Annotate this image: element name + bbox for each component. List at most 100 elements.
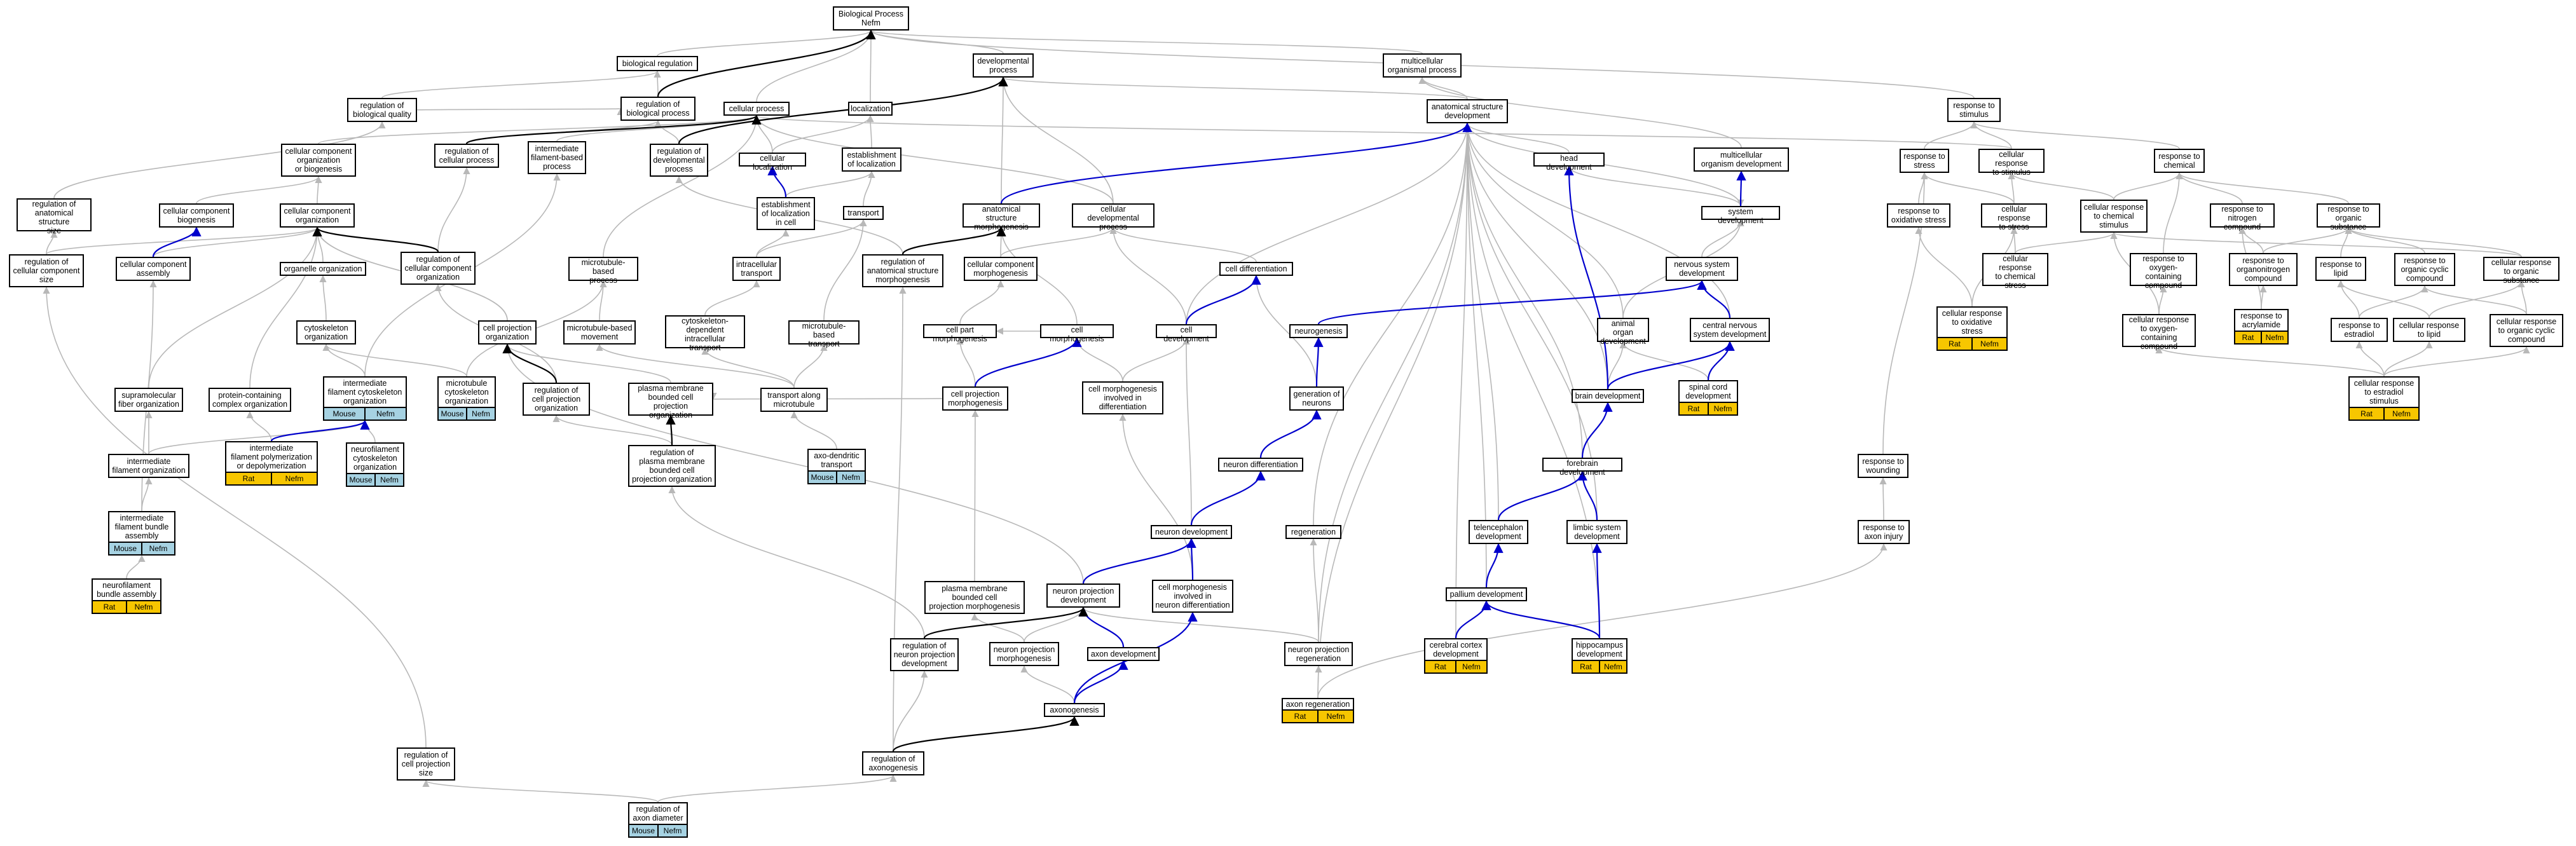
go-term-orgorg[interactable]: organelle organization [280,262,366,276]
go-term-cellmorph[interactable]: cell morphogenesis [1040,324,1114,343]
go-term-neurodiff[interactable]: neuron differentiation [1218,458,1303,472]
go-term-forebrain[interactable]: forebrain development [1542,458,1622,477]
go-term-mbt[interactable]: microtubule-based transport [788,320,860,348]
go-term-modev[interactable]: multicellular organism development [1694,147,1789,172]
go-term-rorgn[interactable]: response to organonitrogen compound [2229,253,2298,286]
go-term-npd[interactable]: neuron projection development [1046,583,1120,608]
go-term-intrans[interactable]: intracellular transport [732,257,781,281]
go-term-regbp[interactable]: regulation of biological process [620,97,695,121]
go-term-rchem[interactable]: response to chemical [2154,149,2205,173]
go-term-aod[interactable]: animal organ development [1597,318,1649,346]
go-term-regasm[interactable]: regulation of anatomical structure morph… [862,254,943,287]
go-term-ccm[interactable]: cellular component morphogenesis [964,257,1038,281]
go-term-nsdev[interactable]: nervous system development [1666,257,1738,281]
go-term-cdevp[interactable]: cellular developmental process [1072,203,1154,231]
go-term-limbic[interactable]: limbic system development [1566,520,1627,544]
go-term-regcco[interactable]: regulation of cellular component organiz… [401,252,476,285]
go-term-croxc[interactable]: cellular response to oxygen-containing c… [2122,314,2196,351]
go-term-regnpd[interactable]: regulation of neuron projection developm… [890,638,959,671]
go-term-cnsdev[interactable]: central nervous system development [1690,318,1770,342]
go-term-rwound[interactable]: response to wounding [1858,454,1908,478]
go-term-ifbp[interactable]: intermediate filament-based process [528,141,586,174]
go-term-regen[interactable]: regeneration [1285,525,1341,539]
go-term-regaxg[interactable]: regulation of axonogenesis [862,751,924,775]
go-term-crlipid[interactable]: cellular response to lipid [2393,318,2465,342]
go-term-cdit[interactable]: cytoskeleton-dependent intracellular tra… [665,315,745,352]
go-term-axondev[interactable]: axon development [1087,647,1160,661]
go-term-transport[interactable]: transport [843,206,884,220]
go-term-crorgsub[interactable]: cellular response to organic substance [2483,257,2559,285]
go-term-cytoorg[interactable]: cytoskeleton organization [296,320,356,345]
go-term-rnitro[interactable]: response to nitrogen compound [2210,203,2275,231]
go-term-loc[interactable]: localization [848,102,893,116]
go-term-multi[interactable]: multicellular organismal process [1383,53,1462,78]
go-term-regass[interactable]: regulation of anatomical structure size [17,198,92,235]
go-term-asd[interactable]: anatomical structure development [1427,99,1508,123]
go-term-rorgsub[interactable]: response to organic substance [2317,203,2380,231]
go-term-tam[interactable]: transport along microtubule [760,388,828,412]
go-term-cpo[interactable]: cell projection organization [478,320,537,345]
go-term-breg[interactable]: biological regulation [617,56,698,71]
go-term-cmid[interactable]: cell morphogenesis involved in different… [1082,381,1163,414]
go-term-regccs[interactable]: regulation of cellular component size [9,254,84,287]
go-term-pallium[interactable]: pallium development [1446,587,1527,601]
go-term-pmbcpm[interactable]: plasma membrane bounded cell projection … [924,581,1025,614]
go-term-regcps[interactable]: regulation of cell projection size [397,747,455,781]
go-term-asm[interactable]: anatomical structure morphogenesis [963,203,1040,231]
go-term-estloc[interactable]: establishment of localization [842,147,901,172]
go-term-braindev[interactable]: brain development [1572,389,1644,403]
go-term-pcco[interactable]: protein-containing complex organization [209,388,291,412]
go-term-regqual[interactable]: regulation of biological quality [347,98,417,122]
go-term-neurogen[interactable]: neurogenesis [1289,324,1348,338]
go-term-ifo[interactable]: intermediate filament organization [108,454,189,478]
go-term-mtbp[interactable]: microtubule-based process [568,257,638,285]
go-term-ifco[interactable]: intermediate filament cytoskeleton organ… [323,376,407,421]
go-term-rlipid[interactable]: response to lipid [2315,257,2366,281]
go-term-crstim[interactable]: cellular response to stimulus [1978,149,2045,177]
go-term-regcp[interactable]: regulation of cellular process [434,144,499,168]
go-term-raxinj[interactable]: response to axon injury [1858,520,1910,544]
go-term-rstim[interactable]: response to stimulus [1947,98,2001,122]
go-term-crocc[interactable]: cellular response to organic cyclic comp… [2490,314,2563,347]
go-term-bp[interactable]: Biological Process Nefm [833,6,909,31]
go-term-devp[interactable]: developmental process [973,53,1034,78]
go-term-axonogen[interactable]: axonogenesis [1044,703,1105,717]
go-term-crchem2[interactable]: cellular response to chemical stress [1982,253,2048,290]
go-term-mbm[interactable]: microtubule-based movement [563,320,636,345]
go-term-npm[interactable]: neuron projection morphogenesis [989,642,1059,666]
go-term-celldev[interactable]: cell development [1156,324,1217,343]
go-term-ccbio[interactable]: cellular component biogenesis [159,203,234,228]
go-term-neurondev[interactable]: neuron development [1151,525,1232,539]
go-term-restrad[interactable]: response to estradiol [2331,318,2388,342]
go-term-sysdev[interactable]: system development [1701,206,1780,225]
go-term-crchem[interactable]: cellular response to chemical stimulus [2080,200,2148,233]
go-term-headdev[interactable]: head development [1533,153,1605,172]
go-term-supra[interactable]: supramolecular fiber organization [114,388,183,412]
go-term-cellp[interactable]: cellular process [723,102,790,116]
go-term-ifpd[interactable]: intermediate filament polymerization or … [225,441,318,486]
go-term-cmind[interactable]: cell morphogenesis involved in neuron di… [1152,580,1233,613]
go-term-roxc[interactable]: response to oxygen-containing compound [2130,253,2197,290]
go-term-cpmorph[interactable]: cell projection morphogenesis [942,386,1008,411]
go-term-roxs[interactable]: response to oxidative stress [1887,203,1950,228]
go-term-regdev[interactable]: regulation of developmental process [650,144,708,177]
go-term-crstress[interactable]: cellular response to stress [1981,203,2047,231]
go-term-gen[interactable]: generation of neurons [1289,386,1344,411]
go-term-cco[interactable]: cellular component organization [280,203,355,228]
go-term-rocc[interactable]: response to organic cyclic compound [2394,253,2455,286]
go-term-regcpo[interactable]: regulation of cell projection organizati… [523,383,590,416]
go-term-rstress[interactable]: response to stress [1900,149,1949,173]
go-term-celldiff[interactable]: cell differentiation [1219,262,1293,276]
go-term-regpmb[interactable]: regulation of plasma membrane bounded ce… [628,445,716,487]
